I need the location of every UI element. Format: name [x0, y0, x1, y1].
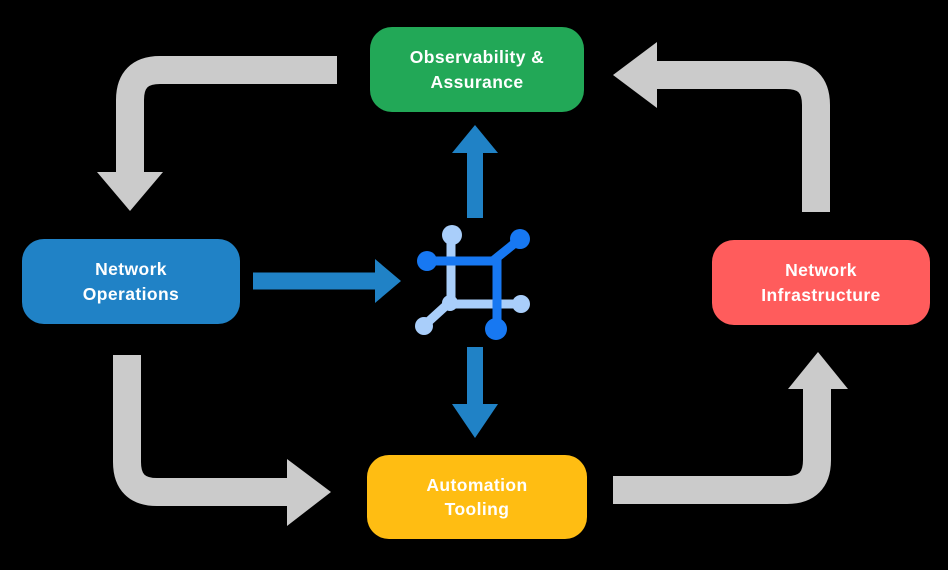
- gray-arrow-top-right-shaft: [657, 61, 830, 212]
- node-label-line: Network: [785, 260, 857, 281]
- node-automation-tooling: Automation Tooling: [367, 455, 587, 539]
- blue-arrow-center-to-observability: [452, 125, 498, 218]
- gray-arrow-bottom-left-head: [287, 459, 331, 526]
- node-observability-assurance: Observability & Assurance: [370, 27, 584, 112]
- node-label-line: Network: [95, 259, 167, 280]
- gray-arrow-bottom-right-shaft: [613, 389, 831, 504]
- gray-arrow-observability-to-operations: [97, 56, 337, 211]
- gray-arrow-operations-to-automation: [113, 355, 331, 526]
- node-label-line: Automation: [426, 474, 528, 495]
- node-label-line: Assurance: [430, 71, 524, 92]
- gray-arrow-automation-to-infrastructure: [613, 352, 848, 504]
- blue-arrow-up-head: [452, 125, 498, 153]
- gray-arrow-top-left-head: [97, 172, 163, 211]
- network-icon-light-nodes: [415, 225, 530, 335]
- node-label-line: Observability &: [409, 47, 545, 68]
- gray-arrow-infrastructure-to-observability: [613, 42, 830, 212]
- blue-arrow-center-to-automation: [452, 347, 498, 438]
- gray-arrow-bottom-left-shaft: [113, 355, 289, 506]
- node-label-line: Tooling: [444, 499, 510, 519]
- node-network-infrastructure: Network Infrastructure: [712, 240, 930, 325]
- gray-arrow-bottom-right-head: [788, 352, 848, 389]
- node-label-line: Operations: [82, 283, 180, 304]
- gray-arrow-top-left-shaft: [116, 56, 337, 174]
- blue-arrow-down-head: [452, 404, 498, 438]
- blue-arrow-right-head: [375, 259, 401, 303]
- network-icon-dark-lines: [433, 239, 518, 323]
- network-icon-dark-nodes: [417, 229, 530, 340]
- gray-arrow-top-right-head: [613, 42, 657, 108]
- blue-arrow-operations-to-center: [253, 259, 401, 303]
- node-network-operations: Network Operations: [22, 239, 240, 324]
- node-label-line: Infrastructure: [761, 284, 881, 305]
- network-fabric-icon: [415, 225, 530, 340]
